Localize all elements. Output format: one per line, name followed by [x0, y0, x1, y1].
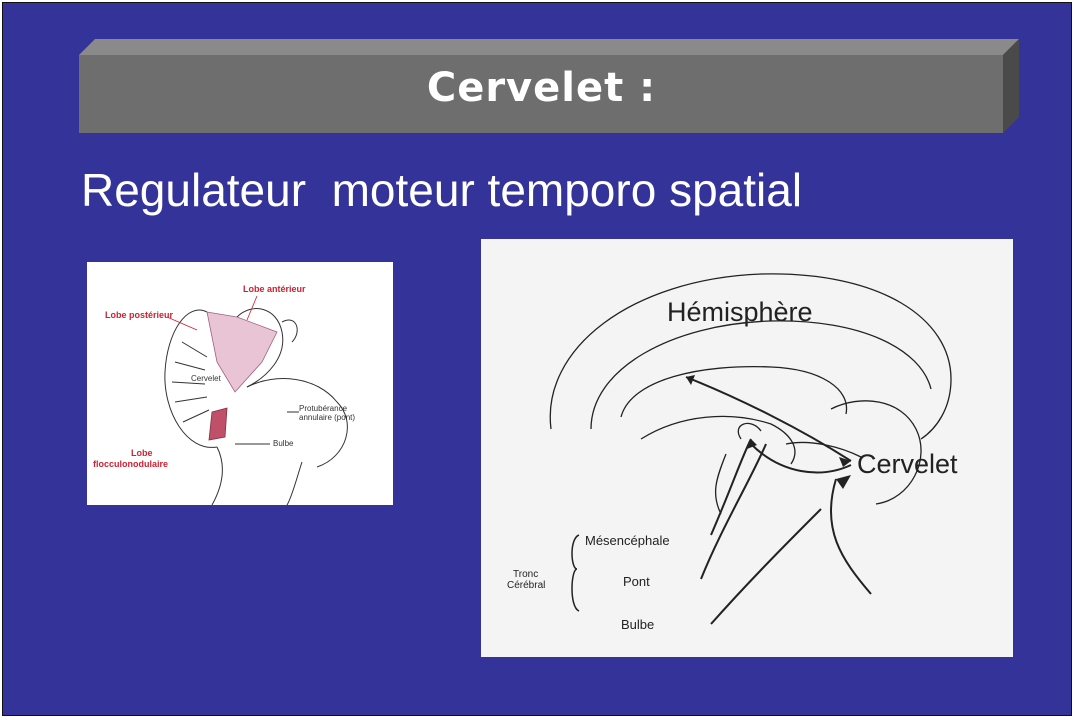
label-pont: Pont: [623, 574, 650, 589]
slide-subtitle: Regulateur moteur temporo spatial: [81, 163, 802, 217]
label-tronc-1: Tronc: [513, 569, 538, 580]
label-lobe-floc-2: flocculonodulaire: [93, 459, 168, 469]
title-banner: Cervelet :: [79, 39, 1019, 133]
label-cervelet-small: Cervelet: [191, 374, 221, 383]
label-hemisphere: Hémisphère: [667, 297, 813, 328]
label-tronc-2: Cérébral: [507, 580, 545, 591]
label-lobe-posterieur: Lobe postérieur: [105, 310, 173, 320]
label-protuberance-2: annulaire (pont): [299, 413, 355, 422]
label-lobe-floc-1: Lobe: [131, 448, 153, 458]
label-bulbe-small: Bulbe: [273, 439, 293, 448]
label-lobe-anterieur: Lobe antérieur: [243, 284, 306, 294]
label-protuberance: Protubérance: [299, 404, 347, 413]
cerebellum-lobes-figure: Lobe antérieur Lobe postérieur Cervelet …: [87, 262, 393, 505]
label-mesencephale: Mésencéphale: [585, 533, 670, 548]
brain-pathways-figure: Hémisphère Cervelet Mésencéphale Pont Bu…: [481, 239, 1013, 657]
label-bulbe-big: Bulbe: [621, 617, 654, 632]
label-cervelet-big: Cervelet: [857, 449, 958, 480]
slide-title: Cervelet :: [79, 65, 1004, 111]
